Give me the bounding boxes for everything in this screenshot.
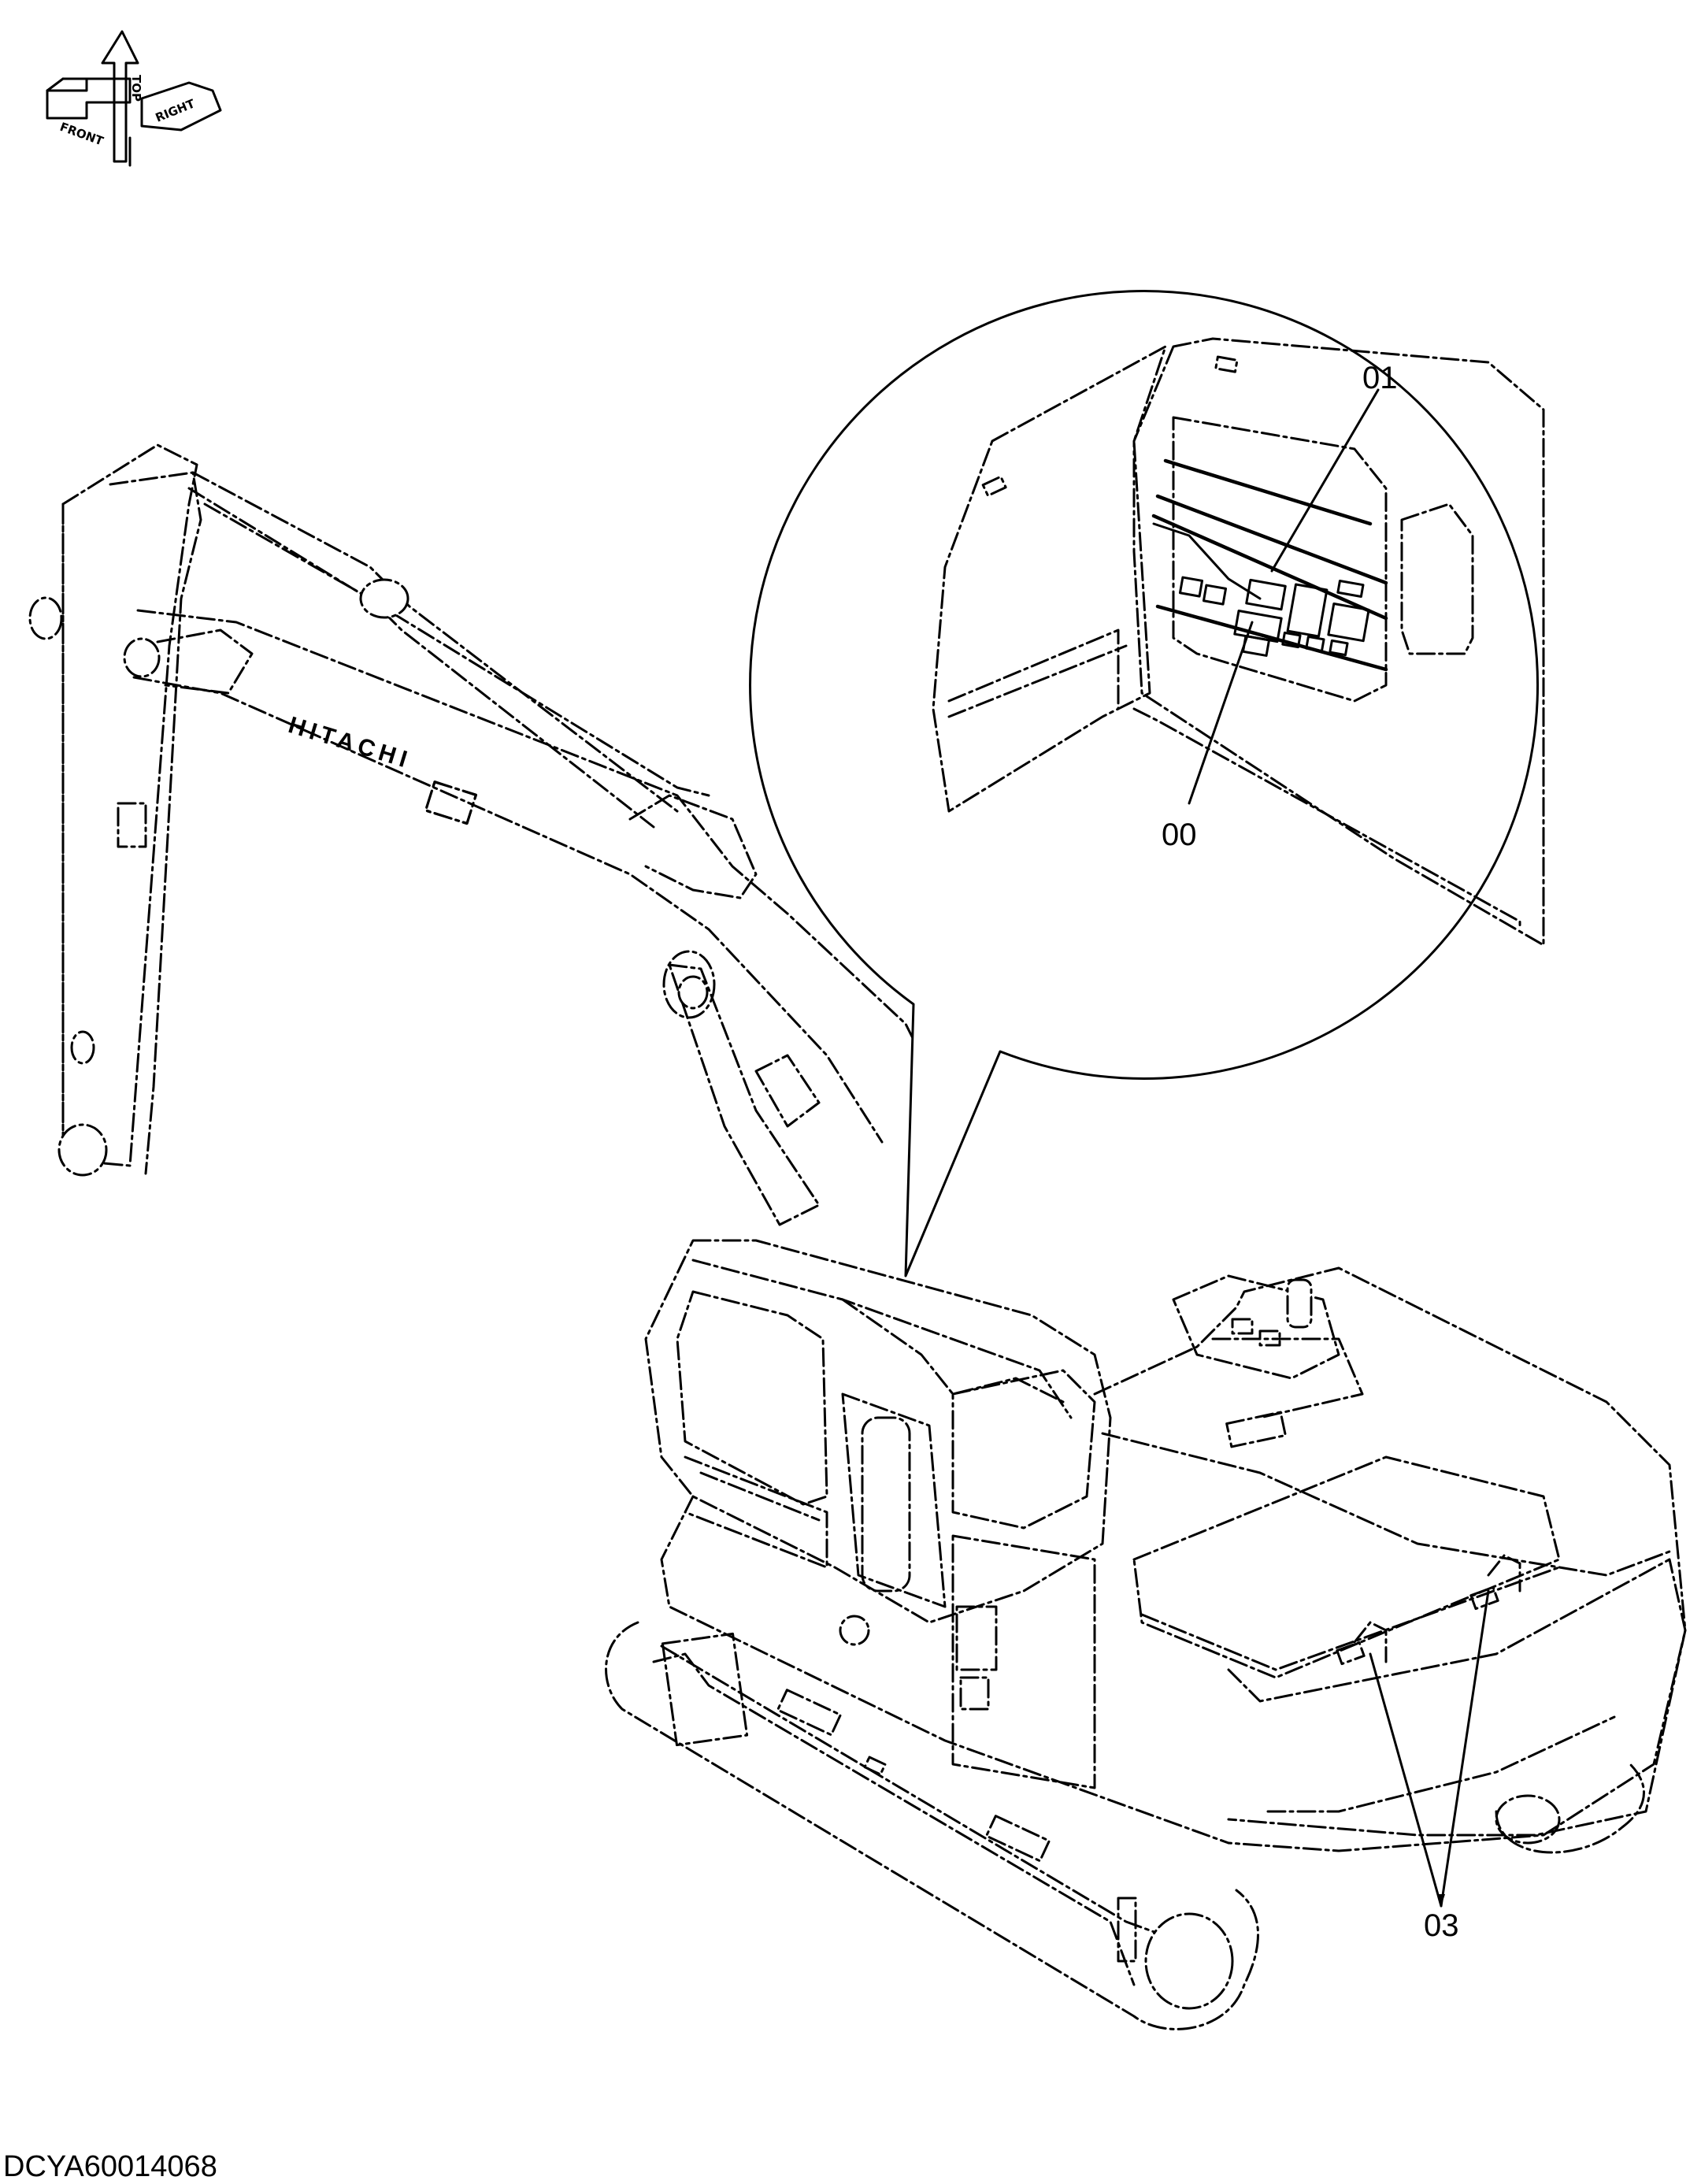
- svg-text:TOP: TOP: [129, 75, 143, 102]
- leader-03-arrow: [1437, 1894, 1445, 1906]
- drawing-id: DCYA60014068: [3, 2150, 217, 2183]
- compass-front-label: FRONT: [58, 120, 106, 149]
- callout-00: 00: [1162, 818, 1197, 852]
- detail-magnifier: [749, 290, 1545, 1277]
- leader-03-a: [1369, 1652, 1443, 1908]
- svg-text:RIGHT: RIGHT: [154, 96, 198, 125]
- excavator-body: [28, 443, 1687, 2030]
- compass-top-label: TOP: [129, 75, 143, 102]
- orientation-compass-icon: FRONT TOP RIGHT: [46, 30, 222, 167]
- leader-03-b: [1440, 1589, 1490, 1908]
- svg-text:FRONT: FRONT: [58, 120, 106, 149]
- callout-03: 03: [1424, 1908, 1459, 1943]
- compass-right-label: RIGHT: [154, 96, 198, 125]
- callout-01: 01: [1362, 361, 1398, 395]
